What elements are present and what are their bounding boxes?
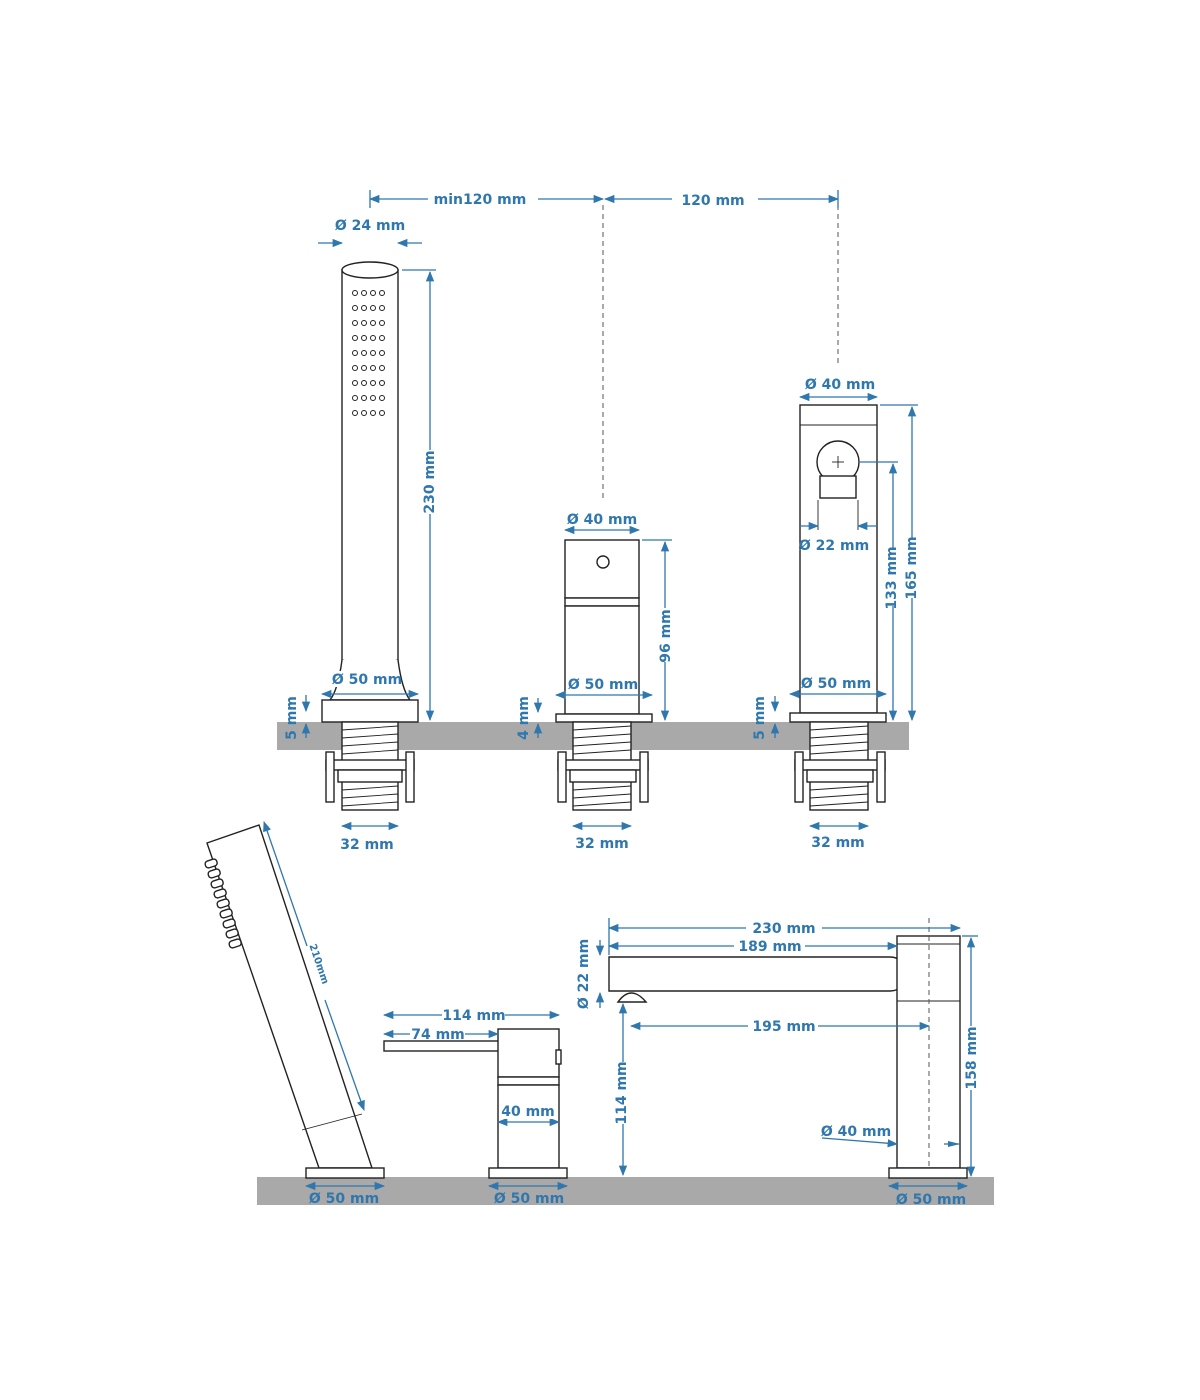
dim-side-mixer-dia: 40 mm bbox=[496, 1104, 561, 1127]
spout-front bbox=[789, 404, 887, 811]
spout-side bbox=[608, 918, 968, 1179]
label-handshower-height: 230 mm bbox=[422, 450, 438, 513]
dim-side-mixer-base: Ø 50 mm bbox=[487, 1181, 569, 1207]
dim-side-spout-pipe: Ø 22 mm bbox=[576, 939, 605, 1009]
dim-diverter-height: 96 mm bbox=[642, 539, 674, 722]
dim-side-spout-clearance: 114 mm bbox=[613, 1002, 631, 1177]
dim-diverter-gap: 4 mm bbox=[516, 696, 543, 740]
dim-top-spacing-2: 120 mm bbox=[603, 190, 840, 209]
label-side-spout-reach: 189 mm bbox=[738, 939, 801, 955]
label-side-spout-total: 230 mm bbox=[752, 921, 815, 937]
dim-handshower-gap: 5 mm bbox=[284, 695, 311, 740]
dim-spout-thread: 32 mm bbox=[808, 821, 870, 851]
label-top-spacing-2: 120 mm bbox=[681, 193, 744, 209]
label-handshower-base: Ø 50 mm bbox=[332, 672, 402, 688]
dim-spout-gap: 5 mm bbox=[752, 696, 780, 740]
label-side-mixer-lever: 74 mm bbox=[411, 1027, 465, 1043]
dim-spout-h1: 133 mm bbox=[859, 461, 902, 722]
label-spout-dia: Ø 40 mm bbox=[805, 377, 875, 393]
label-side-spout-base: Ø 50 mm bbox=[896, 1192, 966, 1208]
dim-side-handshower-base: Ø 50 mm bbox=[304, 1181, 386, 1207]
dim-side-mixer-lever: 74 mm bbox=[382, 1027, 500, 1043]
spray-nozzles bbox=[352, 290, 385, 416]
dim-side-spout-reach: 189 mm bbox=[607, 939, 899, 955]
label-side-handshower-base: Ø 50 mm bbox=[309, 1191, 379, 1207]
label-diverter-thread: 32 mm bbox=[575, 836, 629, 852]
dim-side-spout-base: Ø 50 mm bbox=[887, 1181, 969, 1208]
handshower-front bbox=[321, 261, 419, 811]
label-side-mixer-base: Ø 50 mm bbox=[494, 1191, 564, 1207]
label-handshower-dia: Ø 24 mm bbox=[335, 218, 405, 234]
label-side-mixer-dia: 40 mm bbox=[501, 1104, 555, 1120]
label-spout-outlet: Ø 22 mm bbox=[799, 538, 869, 554]
dim-spout-dia: Ø 40 mm bbox=[798, 377, 879, 402]
label-handshower-thread: 32 mm bbox=[340, 837, 394, 853]
label-diverter-height: 96 mm bbox=[658, 609, 674, 663]
dim-spout-h2: 165 mm bbox=[880, 404, 921, 722]
label-side-spout-pipe: Ø 22 mm bbox=[576, 939, 592, 1009]
label-handshower-gap: 5 mm bbox=[284, 696, 300, 740]
dim-diverter-base: Ø 50 mm bbox=[554, 675, 654, 700]
dim-side-spout-inner: 195 mm bbox=[629, 1019, 931, 1035]
dim-diverter-dia: Ø 40 mm bbox=[563, 512, 641, 535]
label-diverter-dia: Ø 40 mm bbox=[567, 512, 637, 528]
dim-side-mixer-total: 114 mm bbox=[382, 1008, 561, 1024]
dim-handshower-height: 230 mm bbox=[402, 269, 440, 722]
label-spout-thread: 32 mm bbox=[811, 835, 865, 851]
countertop-side bbox=[257, 1177, 994, 1205]
dim-spout-outlet: Ø 22 mm bbox=[799, 500, 877, 554]
label-spout-h2: 165 mm bbox=[904, 536, 920, 599]
dim-handshower-dia: Ø 24 mm bbox=[318, 218, 422, 248]
handshower-side bbox=[204, 824, 385, 1179]
dim-spout-base: Ø 50 mm bbox=[788, 674, 888, 699]
label-side-spout-height: 158 mm bbox=[964, 1026, 980, 1089]
mixer-side bbox=[383, 1028, 568, 1179]
label-top-spacing-1: min120 mm bbox=[434, 192, 527, 208]
label-spout-gap: 5 mm bbox=[752, 696, 768, 740]
dim-diverter-thread: 32 mm bbox=[571, 821, 633, 852]
label-side-mixer-total: 114 mm bbox=[442, 1008, 505, 1024]
label-diverter-base: Ø 50 mm bbox=[568, 677, 638, 693]
label-side-spout-clearance: 114 mm bbox=[614, 1061, 630, 1124]
label-spout-base: Ø 50 mm bbox=[801, 676, 871, 692]
label-spout-h1: 133 mm bbox=[884, 546, 900, 609]
dim-handshower-base: Ø 50 mm bbox=[320, 671, 420, 699]
dim-handshower-thread: 32 mm bbox=[340, 821, 400, 853]
label-side-spout-dia: Ø 40 mm bbox=[821, 1124, 891, 1140]
dim-side-spout-height: 158 mm bbox=[962, 935, 980, 1178]
side-nozzles bbox=[204, 858, 242, 949]
label-diverter-gap: 4 mm bbox=[516, 696, 532, 740]
label-side-spout-inner: 195 mm bbox=[752, 1019, 815, 1035]
dim-side-spout-total: 230 mm bbox=[607, 918, 962, 955]
dim-top-spacing-1: min120 mm bbox=[368, 190, 605, 208]
dim-side-spout-dia: Ø 40 mm bbox=[821, 1124, 960, 1148]
